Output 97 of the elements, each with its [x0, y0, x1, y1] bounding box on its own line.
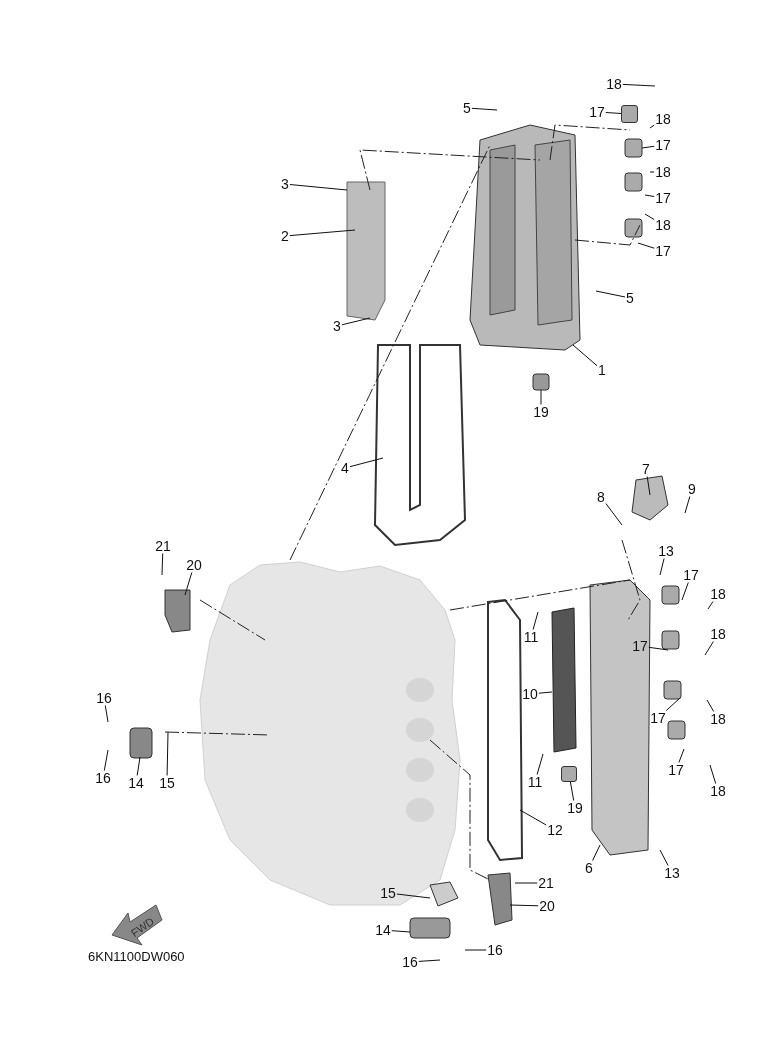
callout-number: 21 [154, 538, 172, 554]
callout-number: 13 [657, 543, 675, 559]
leader-line [605, 503, 623, 526]
leader-line [471, 107, 498, 111]
leader-line [514, 882, 538, 884]
callout-number: 16 [95, 690, 113, 706]
leader-line [681, 582, 689, 601]
callout-number: 17 [588, 104, 606, 120]
callout-number: 17 [654, 243, 672, 259]
leader-line [649, 124, 655, 129]
leader-line [684, 496, 691, 514]
callout-number: 18 [709, 711, 727, 727]
leader-line [649, 171, 655, 173]
leader-line [349, 457, 384, 468]
callout-number: 13 [663, 865, 681, 881]
callout-number: 3 [332, 318, 342, 334]
leader-line [659, 558, 665, 576]
leader-line [509, 904, 539, 907]
callout-number: 4 [340, 460, 350, 476]
callout-number: 9 [687, 481, 697, 497]
leader-line [644, 194, 655, 197]
leader-line [592, 844, 601, 861]
leader-line [637, 242, 655, 249]
leader-line [569, 781, 575, 801]
callout-number: 11 [522, 629, 540, 645]
leader-line [644, 213, 655, 221]
callout-number: 18 [709, 586, 727, 602]
leader-line [136, 756, 141, 776]
leader-line [464, 949, 487, 951]
callout-number: 12 [546, 822, 564, 838]
leader-line [289, 229, 356, 237]
callout-number: 14 [127, 775, 145, 791]
leader-line [538, 691, 553, 694]
callout-number: 16 [94, 770, 112, 786]
callout-number: 11 [526, 774, 544, 790]
leader-line [659, 849, 669, 866]
callout-number: 16 [486, 942, 504, 958]
callout-number: 20 [538, 898, 556, 914]
callout-number: 18 [709, 626, 727, 642]
callout-number: 17 [654, 137, 672, 153]
leader-line [289, 184, 348, 191]
callout-number: 2 [280, 228, 290, 244]
leader-line [391, 930, 411, 933]
leader-line [648, 646, 669, 651]
callout-number: 15 [158, 775, 176, 791]
callout-number: 17 [667, 762, 685, 778]
leader-line [605, 112, 622, 114]
leader-line [161, 553, 164, 576]
leader-line [707, 601, 714, 610]
leader-line [104, 705, 109, 723]
leader-line [622, 83, 656, 87]
callout-number: 19 [532, 404, 550, 420]
part-box [621, 105, 638, 123]
callout-number: 20 [185, 557, 203, 573]
callout-number: 16 [401, 954, 419, 970]
callout-number: 5 [625, 290, 635, 306]
part-box [561, 766, 577, 782]
leader-line [166, 731, 169, 776]
callout-number: 10 [521, 686, 539, 702]
leader-line [709, 764, 717, 784]
callout-number: 19 [566, 800, 584, 816]
leader-line [706, 699, 715, 712]
leader-line [595, 290, 626, 298]
leader-line [103, 749, 109, 771]
callout-number: 8 [596, 489, 606, 505]
leader-line [641, 145, 655, 149]
leader-line [646, 476, 651, 496]
callout-number: 17 [654, 190, 672, 206]
leader-line [536, 753, 544, 775]
callout-number: 5 [462, 100, 472, 116]
leader-line [665, 697, 681, 711]
leader-line [396, 893, 431, 899]
callout-number: 15 [379, 885, 397, 901]
callout-number: 7 [641, 461, 651, 477]
leader-line [341, 317, 371, 326]
leader-line [532, 611, 539, 630]
callout-number: 17 [682, 567, 700, 583]
callout-number: 17 [631, 638, 649, 654]
leader-line [678, 748, 685, 763]
callout-number: 17 [649, 710, 667, 726]
callout-number: 18 [654, 111, 672, 127]
leader-line [704, 641, 714, 656]
callout-number: 18 [654, 217, 672, 233]
leader-line [540, 389, 542, 405]
drawing-code: 6KN1100DW060 [88, 949, 185, 964]
leader-line [572, 344, 598, 367]
callout-number: 18 [605, 76, 623, 92]
callout-number: 21 [537, 875, 555, 891]
callout-number: 3 [280, 176, 290, 192]
leader-line [418, 959, 441, 962]
callout-number: 18 [709, 783, 727, 799]
callout-number: 18 [654, 164, 672, 180]
leader-line [184, 572, 193, 596]
leader-line [519, 809, 547, 826]
callout-number: 6 [584, 860, 594, 876]
callout-number: 14 [374, 922, 392, 938]
callout-number: 1 [597, 362, 607, 378]
